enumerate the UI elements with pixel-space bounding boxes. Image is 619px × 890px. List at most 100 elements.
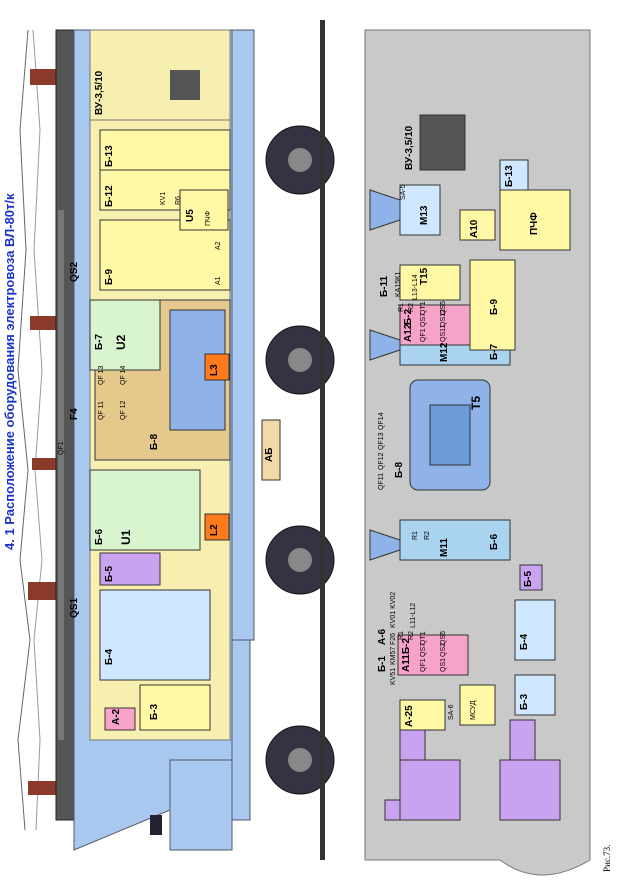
block-ab (261, 419, 281, 481)
plan-label-kv02: KV01 KV02 (390, 591, 397, 628)
plan-label-r2b: R2 (408, 303, 415, 312)
plan-block-b13 (499, 159, 529, 191)
plan-label-pchf: ПЧФ (529, 212, 540, 235)
plan-label-ka15: KA15 (395, 279, 402, 297)
plan-label-a11-q2: QS7 (420, 642, 427, 657)
plan-view (364, 29, 591, 876)
plan-label-a12-q3: QT1 (420, 301, 427, 315)
block-b3 (139, 684, 211, 731)
label-b12: Б-12 (104, 185, 115, 207)
catenary-wire-lower (32, 29, 43, 831)
block-m11 (399, 519, 511, 561)
block-b5 (99, 552, 161, 586)
plan-block-b3 (514, 674, 556, 716)
plan-label-a12-q2: QS7 (420, 312, 427, 327)
plan-block-pchf (499, 189, 571, 251)
label-pchf: ПЧФ (205, 210, 212, 226)
plan-label-a25: А-25 (404, 705, 415, 727)
label-qf13: QF 13 (98, 365, 105, 385)
plan-label-b11: Б-11 (379, 275, 390, 297)
label-kv1: KV1 (160, 191, 167, 205)
plan-label-a11: А11 (401, 654, 412, 672)
roof-qs1: QS1 (69, 597, 80, 618)
plan-label-b3: Б-3 (519, 693, 530, 710)
label-ab: АБ (264, 447, 275, 462)
plan-label-b2a: Б-2 (401, 637, 412, 654)
block-u5 (179, 189, 229, 231)
plan-label-a11-q5: QS2 (440, 642, 447, 657)
block-a10 (459, 209, 496, 241)
block-vu (89, 29, 231, 121)
plan-label-b9: Б-9 (489, 298, 500, 315)
roof-insulators (28, 69, 58, 795)
side-view (17, 20, 335, 860)
label-b4: Б-4 (104, 648, 115, 665)
block-b4 (99, 589, 211, 681)
label-qf12: QF 12 (120, 400, 127, 420)
label-b8: Б-8 (149, 433, 160, 450)
plan-label-a12-q4: QS11 (440, 324, 447, 342)
block-a12 (399, 304, 471, 346)
plan-label-sa5: SA-5 (400, 184, 407, 200)
label-b7: Б-7 (94, 333, 105, 350)
label-a2: А-2 (111, 708, 122, 725)
block-b11 (399, 264, 461, 301)
label-b6: Б-6 (94, 528, 105, 545)
plan-label-a12-q1: QF1 (420, 328, 427, 342)
label-a1: А1 (215, 276, 222, 285)
plan-label-b5: Б-5 (523, 570, 534, 587)
label-qf14: QF 14 (120, 365, 127, 385)
plan-label-b7: Б-7 (489, 343, 500, 360)
plan-label-qf13: QF13 (378, 432, 385, 450)
block-m13 (399, 184, 441, 236)
plan-label-qf14: QF14 (378, 412, 385, 430)
label-b3: Б-3 (149, 703, 160, 720)
plan-label-t5: T5 (469, 395, 483, 410)
bogies (265, 125, 335, 795)
block-a11 (397, 634, 469, 676)
roof-qf1: QF1 (58, 441, 65, 455)
plan-label-msud: МСУД (470, 700, 477, 720)
label-r6: R6 (175, 196, 182, 205)
figure-caption: Рис.73. (602, 844, 612, 872)
label-l3: L3 (209, 364, 220, 376)
plan-label-a10: A10 (469, 219, 480, 238)
plan-label-t15: T15 (419, 267, 430, 285)
block-msud (459, 684, 496, 726)
label-u1: U1 (119, 529, 133, 545)
plan-label-m12: M12 (439, 342, 450, 362)
plan-label-a11-q3: QT1 (420, 631, 427, 645)
plan-label-kv57: KM57 (390, 646, 397, 665)
label-qf11: QF 11 (98, 401, 105, 420)
plan-label-f26: F26 (390, 632, 397, 645)
plan-label-r1: R1 (412, 531, 419, 540)
plan-label-m13: M13 (419, 205, 430, 225)
label-a2s: А2 (215, 241, 222, 250)
plan-label-k1: K1 (395, 271, 402, 280)
plan-label-m11: M11 (439, 538, 450, 557)
rail (320, 20, 325, 860)
plan-label-a12-q6: QS5 (440, 300, 447, 315)
block-a25 (399, 699, 446, 731)
roof-qs2: QS2 (69, 261, 80, 282)
block-b6 (89, 469, 201, 551)
label-u2: U2 (114, 334, 128, 350)
label-b9: Б-9 (104, 268, 115, 285)
plan-label-a12: A12 (403, 323, 414, 342)
plan-label-sa6: SA-6 (448, 704, 455, 720)
plan-label-b4: Б-4 (519, 633, 530, 650)
plan-block-vu (419, 114, 466, 171)
block-b13 (99, 129, 231, 171)
plan-label-r2a: R2 (408, 631, 415, 640)
plan-label-kv51: KV51 (390, 667, 397, 685)
label-l2: L2 (209, 524, 220, 536)
block-a2 (104, 707, 136, 731)
plan-label-b6: Б-6 (489, 533, 500, 550)
plan-label-b1: Б-1 (377, 655, 388, 672)
roof-f4: F4 (69, 408, 80, 420)
block-b7 (89, 299, 161, 371)
plan-label-l2: L13-L14 (412, 274, 419, 300)
